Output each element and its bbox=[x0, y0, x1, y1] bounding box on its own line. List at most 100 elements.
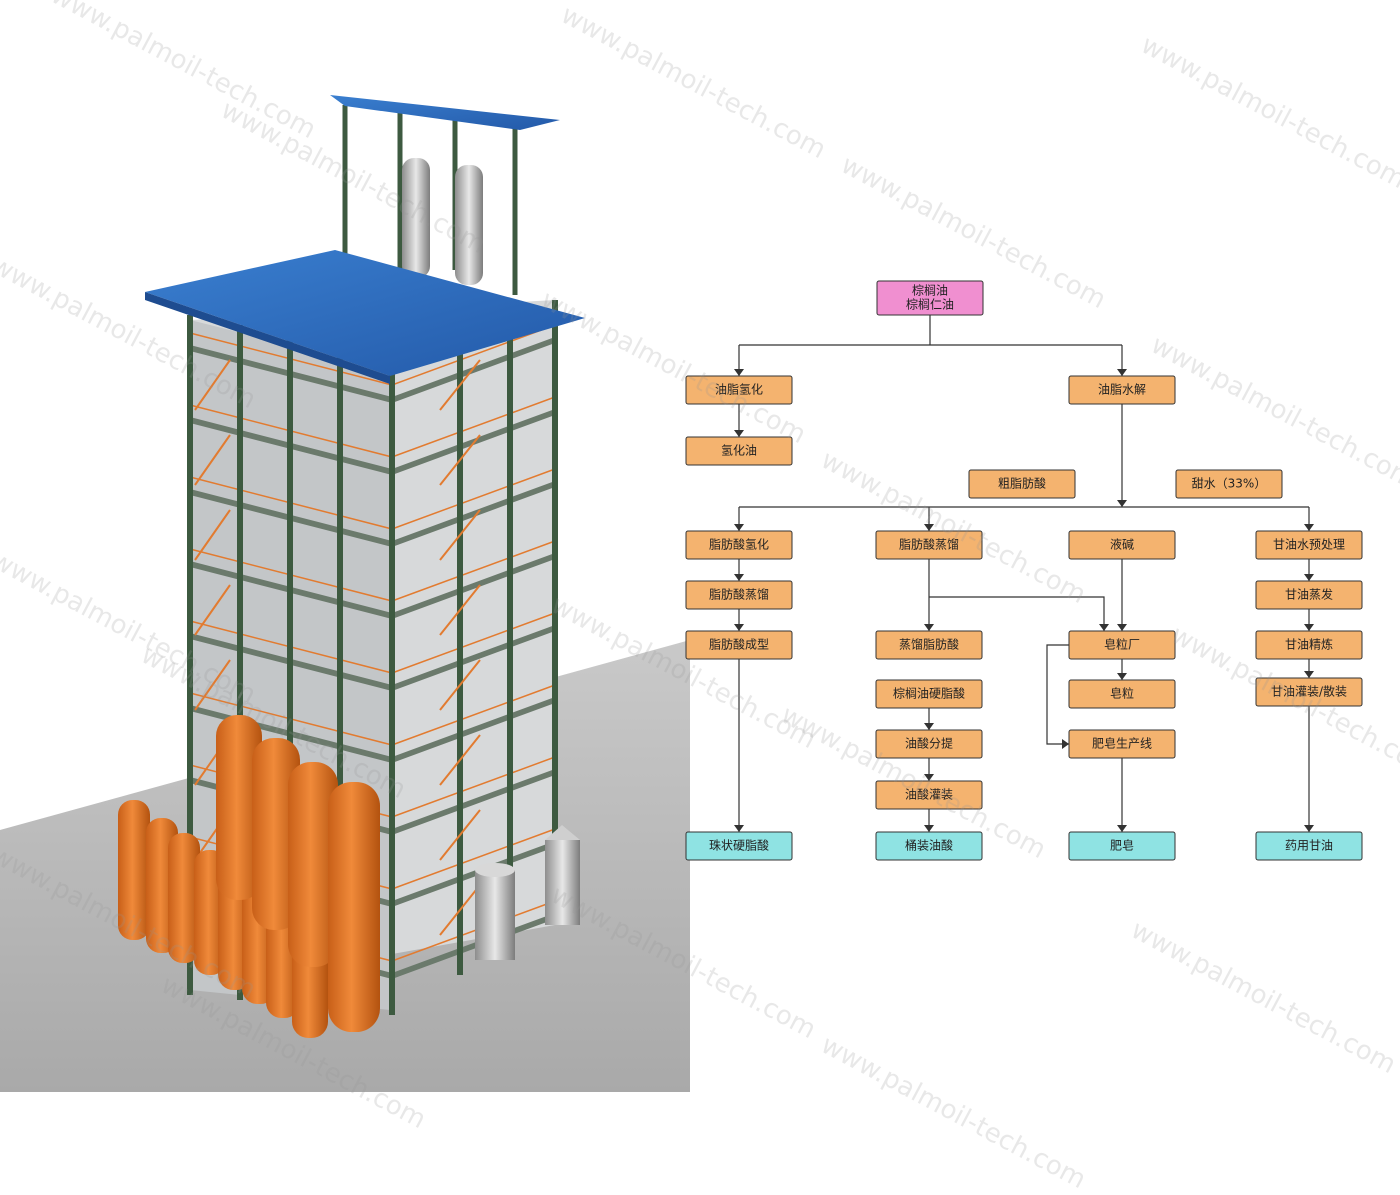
node-box bbox=[685, 831, 793, 861]
node-box bbox=[1068, 729, 1176, 759]
arrowhead bbox=[924, 723, 934, 730]
flow-node-distfa: 蒸馏脂肪酸 bbox=[875, 630, 983, 660]
stair-flight bbox=[439, 659, 481, 711]
node-label: 甘油水预处理 bbox=[1273, 538, 1345, 552]
plant-rendering bbox=[0, 95, 690, 1092]
node-box bbox=[1255, 530, 1363, 560]
node-box bbox=[685, 436, 793, 466]
node-box bbox=[876, 280, 984, 316]
node-label: 甜水（33%） bbox=[1192, 477, 1267, 491]
storage-tank bbox=[288, 762, 338, 967]
flow-node-glyrefine: 甘油精炼 bbox=[1255, 630, 1363, 660]
arrowhead bbox=[1304, 524, 1314, 531]
node-box bbox=[1068, 375, 1176, 405]
node-label: 油脂氢化 bbox=[715, 382, 763, 397]
process-flow-diagram: 棕榈油棕榈仁油油脂氢化油脂水解氢化油粗脂肪酸甜水（33%）脂肪酸氢化脂肪酸蒸馏液… bbox=[685, 280, 1363, 861]
flow-nodes: 棕榈油棕榈仁油油脂氢化油脂水解氢化油粗脂肪酸甜水（33%）脂肪酸氢化脂肪酸蒸馏液… bbox=[685, 280, 1363, 861]
node-box bbox=[1255, 831, 1363, 861]
node-label: 脂肪酸蒸馏 bbox=[899, 537, 959, 552]
node-box bbox=[685, 375, 793, 405]
handrail bbox=[391, 756, 556, 818]
storage-tank bbox=[328, 782, 380, 1032]
arrowhead bbox=[1304, 671, 1314, 678]
stair-flight bbox=[194, 434, 231, 486]
handrail bbox=[391, 540, 556, 602]
arrowhead bbox=[1304, 574, 1314, 581]
node-box bbox=[685, 530, 793, 560]
main-roof bbox=[145, 250, 585, 376]
column-vessel-1 bbox=[402, 158, 430, 278]
arrowhead bbox=[1099, 624, 1109, 631]
flow-node-oleicfrac: 油酸分提 bbox=[875, 729, 983, 759]
arrowhead bbox=[1117, 500, 1127, 507]
node-label: 棕榈仁油 bbox=[906, 297, 954, 312]
handrail bbox=[391, 468, 556, 530]
flow-node-hydrolysis: 油脂水解 bbox=[1068, 375, 1176, 405]
arrowhead bbox=[924, 624, 934, 631]
stairs bbox=[194, 359, 481, 936]
node-box bbox=[1068, 530, 1176, 560]
arrowhead bbox=[1117, 624, 1127, 631]
stair-flight bbox=[439, 434, 481, 486]
steel-tank-2 bbox=[545, 840, 580, 925]
handrail bbox=[391, 612, 556, 674]
stair-flight bbox=[439, 359, 481, 411]
arrowhead bbox=[1117, 673, 1127, 680]
node-box bbox=[1255, 630, 1363, 660]
flow-edge bbox=[738, 315, 1122, 376]
stair-flight bbox=[439, 734, 481, 786]
node-label: 珠状硬脂酸 bbox=[709, 838, 769, 853]
arrowhead bbox=[924, 774, 934, 781]
storage-tank bbox=[216, 715, 262, 900]
node-label: 甘油灌装/散装 bbox=[1271, 684, 1347, 699]
node-label: 皂粒厂 bbox=[1104, 637, 1140, 652]
flow-node-lye: 液碱 bbox=[1068, 530, 1176, 560]
node-label: 甘油蒸发 bbox=[1285, 587, 1333, 602]
flow-edges bbox=[734, 315, 1314, 832]
node-box bbox=[685, 630, 793, 660]
node-label: 氢化油 bbox=[721, 443, 757, 458]
flow-node-glypre: 甘油水预处理 bbox=[1255, 530, 1363, 560]
flow-node-beads: 珠状硬脂酸 bbox=[685, 831, 793, 861]
node-label: 药用甘油 bbox=[1285, 839, 1333, 853]
node-box bbox=[875, 780, 983, 810]
node-box bbox=[1068, 679, 1176, 709]
handrail bbox=[391, 396, 556, 458]
arrowhead bbox=[734, 369, 744, 376]
node-label: 油酸灌装 bbox=[905, 787, 953, 802]
storage-tank bbox=[118, 800, 150, 940]
node-box bbox=[1255, 677, 1363, 707]
arrowhead bbox=[1304, 825, 1314, 832]
flow-node-glyevap: 甘油蒸发 bbox=[1255, 580, 1363, 610]
node-box bbox=[875, 679, 983, 709]
flow-node-faform: 脂肪酸成型 bbox=[685, 630, 793, 660]
node-box bbox=[1255, 580, 1363, 610]
arrowhead bbox=[1117, 825, 1127, 832]
handrail bbox=[391, 828, 556, 890]
flow-node-soapplant: 皂粒厂 bbox=[1068, 630, 1176, 660]
node-label: 甘油精炼 bbox=[1285, 637, 1333, 652]
node-box bbox=[875, 729, 983, 759]
node-label: 棕榈油硬脂酸 bbox=[893, 686, 965, 701]
node-box bbox=[875, 831, 983, 861]
arrowhead bbox=[734, 430, 744, 437]
flow-node-hydrog: 油脂氢化 bbox=[685, 375, 793, 405]
flow-edge bbox=[1046, 644, 1069, 745]
node-box bbox=[875, 530, 983, 560]
arrowhead bbox=[734, 574, 744, 581]
node-label: 蒸馏脂肪酸 bbox=[899, 637, 959, 652]
steel-tank-1 bbox=[475, 870, 515, 960]
arrowhead bbox=[734, 624, 744, 631]
flow-node-hoil: 氢化油 bbox=[685, 436, 793, 466]
node-box bbox=[875, 630, 983, 660]
node-box bbox=[1068, 630, 1176, 660]
arrowhead bbox=[734, 825, 744, 832]
orange-tanks bbox=[118, 715, 380, 1038]
upper-roof bbox=[330, 95, 560, 130]
handrail bbox=[391, 684, 556, 746]
flow-node-fadist2: 脂肪酸蒸馏 bbox=[685, 580, 793, 610]
node-label: 桶装油酸 bbox=[905, 838, 953, 853]
stair-flight bbox=[439, 509, 481, 561]
node-label: 棕榈油 bbox=[912, 283, 948, 298]
flow-node-glyfill: 甘油灌装/散装 bbox=[1255, 677, 1363, 707]
